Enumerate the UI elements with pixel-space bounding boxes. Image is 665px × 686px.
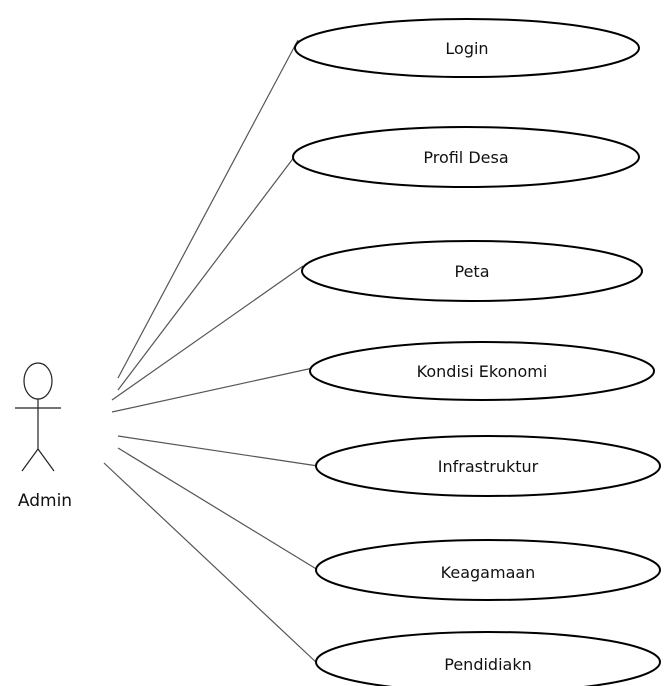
association-pendidikan bbox=[103, 462, 319, 665]
use-case-label: Pendidiakn bbox=[444, 655, 531, 674]
use-case-ellipse bbox=[315, 435, 661, 497]
use-case-label: Peta bbox=[455, 262, 490, 281]
association-keagamaan bbox=[117, 447, 319, 571]
use-case-label: Kondisi Ekonomi bbox=[417, 362, 548, 381]
associations bbox=[103, 39, 319, 665]
use-case-label: Profil Desa bbox=[423, 148, 508, 167]
actor-label: Admin bbox=[18, 491, 72, 511]
actor-right-leg bbox=[37, 448, 55, 472]
association-profil-desa bbox=[117, 151, 299, 391]
use-case-label: Login bbox=[445, 39, 488, 58]
association-peta bbox=[111, 265, 304, 401]
use-case-label: Infrastruktur bbox=[438, 457, 539, 476]
use-case-ellipse bbox=[294, 18, 640, 78]
actor-left-leg bbox=[21, 448, 39, 472]
use-case-pendidikan: Pendidiakn bbox=[315, 631, 661, 686]
use-case-ellipse bbox=[309, 341, 655, 401]
use-case-ellipse bbox=[292, 126, 640, 188]
use-case-label: Keagamaan bbox=[441, 563, 536, 582]
use-case-keagamaan: Keagamaan bbox=[315, 539, 661, 601]
use-case-ellipse bbox=[301, 240, 643, 302]
actor-admin: Admin bbox=[15, 362, 72, 511]
use-case-kondisi-ekonomi: Kondisi Ekonomi bbox=[309, 341, 655, 401]
association-login bbox=[117, 39, 299, 379]
use-case-profil-desa: Profil Desa bbox=[292, 126, 640, 188]
association-kondisi-ekonomi bbox=[111, 367, 314, 413]
use-case-peta: Peta bbox=[301, 240, 643, 302]
use-case-infrastruktur: Infrastruktur bbox=[315, 435, 661, 497]
use-case-login: Login bbox=[294, 18, 640, 78]
use-case-ellipse bbox=[315, 539, 661, 601]
use-case-ellipse bbox=[315, 631, 661, 686]
actor-head bbox=[23, 362, 53, 400]
association-infrastruktur bbox=[117, 435, 319, 467]
